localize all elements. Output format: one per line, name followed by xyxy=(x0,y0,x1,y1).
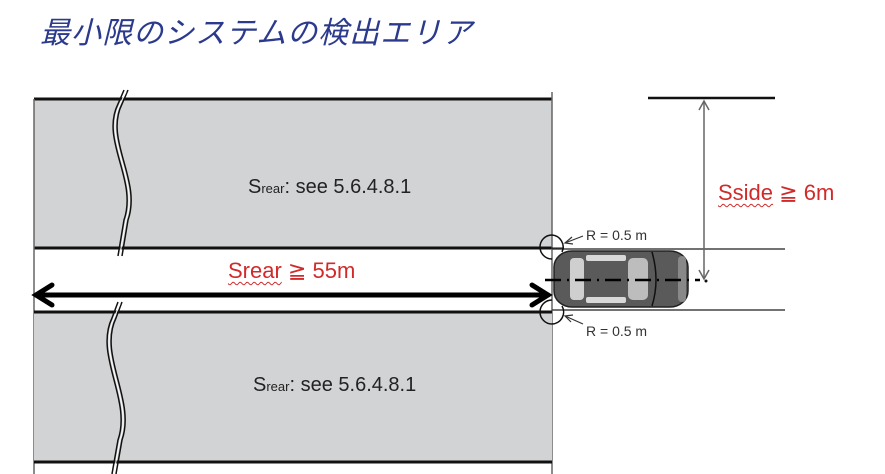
car-icon xyxy=(553,250,689,308)
break-mark-lower xyxy=(106,301,126,474)
side-dimension-arrow xyxy=(698,99,710,281)
break-mark-upper-white xyxy=(114,91,130,255)
radius-label-bottom: R = 0.5 m xyxy=(586,323,648,339)
zone-label-subscript: rear xyxy=(261,181,285,196)
zone-label-symbol: S xyxy=(248,176,262,198)
upper-zone-label: Srear: see 5.6.4.8.1 xyxy=(248,176,411,199)
diagram-title: 最小限のシステムの検出エリア xyxy=(40,16,474,51)
side-operator: ≧ xyxy=(779,180,798,205)
side-value: 6m xyxy=(803,180,835,205)
lower-zone-label: Srear: see 5.6.4.8.1 xyxy=(253,374,416,397)
zone-label-subscript: rear xyxy=(266,379,290,394)
side-symbol: Sside xyxy=(718,180,774,205)
radius-label-top: R = 0.5 m xyxy=(586,227,648,243)
upper-rear-zone xyxy=(34,99,552,248)
rear-dimension-arrow xyxy=(31,282,553,308)
rear-value: 55m xyxy=(312,258,356,283)
zone-label-reference: : see 5.6.4.8.1 xyxy=(284,176,412,198)
rear-dimension-label: Srear ≧ 55m xyxy=(228,258,355,284)
radius-circle-bottom xyxy=(539,299,565,325)
zone-label-symbol: S xyxy=(253,374,267,396)
break-mark-upper xyxy=(112,89,132,257)
rear-symbol: Srear xyxy=(228,258,282,283)
radius-circle-top xyxy=(539,234,564,260)
zone-label-reference: : see 5.6.4.8.1 xyxy=(289,374,417,396)
rear-operator: ≧ xyxy=(287,258,307,283)
side-dimension-label: Sside ≧ 6m xyxy=(718,180,834,206)
